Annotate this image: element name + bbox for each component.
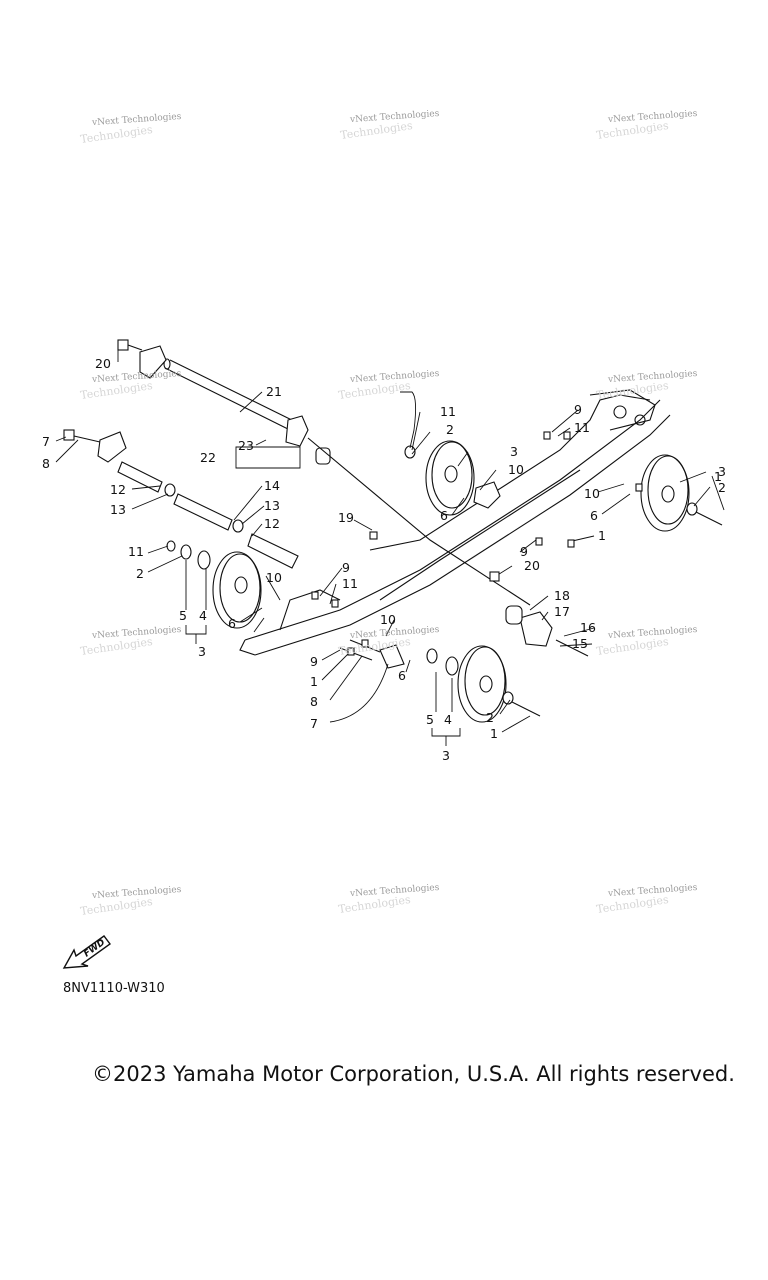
leader-lines [55, 345, 725, 746]
callout-15: 15 [572, 636, 588, 651]
callout-18: 18 [554, 588, 570, 603]
callout-9-right: 9 [574, 402, 582, 417]
callout-23: 23 [238, 438, 254, 453]
idler-wheel-right-top [640, 454, 723, 532]
callout-1-right: 1 [714, 469, 722, 484]
callout-8-low: 8 [310, 694, 318, 709]
callout-2-right: 2 [718, 480, 726, 495]
callout-21: 21 [266, 384, 282, 399]
callout-16: 16 [580, 620, 596, 635]
callout-2-low: 2 [486, 710, 494, 725]
callout-4-low: 4 [444, 712, 452, 727]
callout-10-left: 10 [266, 570, 282, 585]
callout-2-left: 2 [136, 566, 144, 581]
callout-labels: 20 21 23 22 7 8 12 13 14 13 12 11 2 5 4 … [42, 356, 726, 763]
callout-11-center: 11 [342, 576, 358, 591]
callout-3-top: 3 [510, 444, 518, 459]
callout-11-top: 11 [440, 404, 456, 419]
bracket-17 [505, 605, 589, 657]
callout-11-right: 11 [574, 420, 590, 435]
idler-wheel-bottom [426, 645, 541, 723]
slide-rail-frame [239, 389, 671, 656]
callout-17: 17 [554, 604, 570, 619]
rear-axle-shaft [139, 345, 531, 606]
callout-1-mid: 1 [598, 528, 606, 543]
callout-7-left: 7 [42, 434, 50, 449]
callout-20-mid: 20 [524, 558, 540, 573]
callout-4-left: 4 [199, 608, 207, 623]
callout-5-low: 5 [426, 712, 434, 727]
callout-13-right: 13 [264, 498, 280, 513]
callout-10-right: 10 [584, 486, 600, 501]
callout-3-left: 3 [198, 644, 206, 659]
callout-1-bottom: 1 [490, 726, 498, 741]
callout-12-right: 12 [264, 516, 280, 531]
callout-10-top: 10 [508, 462, 524, 477]
callout-8-left: 8 [42, 456, 50, 471]
callout-9-center: 9 [342, 560, 350, 575]
callout-2-top: 2 [446, 422, 454, 437]
callout-10-center: 10 [380, 612, 396, 627]
callout-9-low: 9 [310, 654, 318, 669]
callout-9-mid: 9 [520, 544, 528, 559]
callout-1-low: 1 [310, 674, 318, 689]
idler-wheel-left [166, 540, 262, 629]
small-bolts [311, 431, 643, 656]
callout-6-low: 6 [398, 668, 406, 683]
callout-7-low: 7 [310, 716, 318, 731]
callout-19: 19 [338, 510, 354, 525]
fwd-arrow-icon: FWD [62, 935, 111, 969]
callout-6-left: 6 [228, 616, 236, 631]
callout-11-left: 11 [128, 544, 144, 559]
callout-20-top: 20 [95, 356, 111, 371]
diagram-code: 8NV1110-W310 [63, 981, 165, 996]
callout-3-low: 3 [442, 748, 450, 763]
callout-22: 22 [200, 450, 216, 465]
callout-6-right: 6 [590, 508, 598, 523]
callout-14: 14 [264, 478, 280, 493]
callout-5-left: 5 [179, 608, 187, 623]
bolt-20-top [117, 339, 143, 351]
copyright-notice: ©2023 Yamaha Motor Corporation, U.S.A. A… [92, 1062, 735, 1086]
callout-3-right: 3 [718, 464, 726, 479]
callout-12-left: 12 [110, 482, 126, 497]
front-axle-shaft [63, 429, 299, 569]
callout-13-left: 13 [110, 502, 126, 517]
callout-6-top: 6 [440, 508, 448, 523]
idler-wheel-center-top [404, 440, 501, 516]
